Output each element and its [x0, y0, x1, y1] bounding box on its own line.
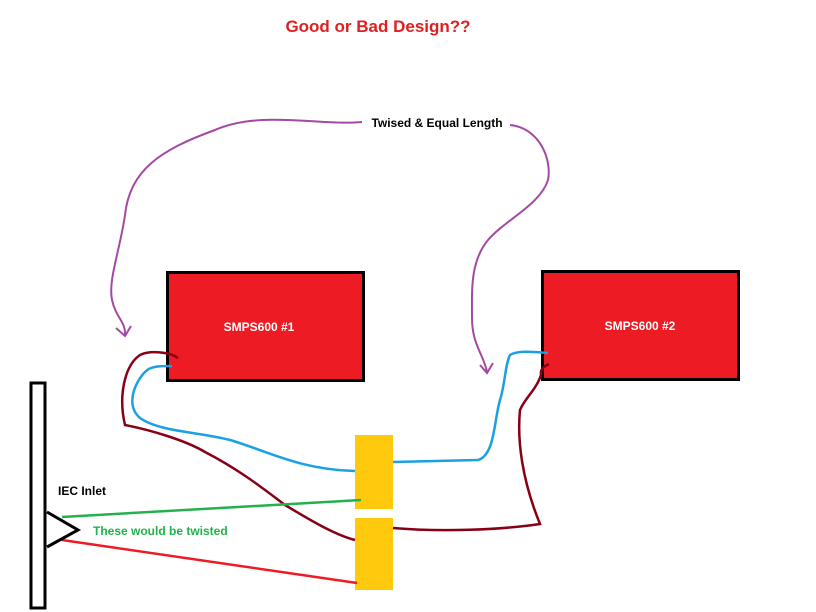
twisted-equal-label: Twised & Equal Length: [371, 116, 502, 130]
psu-1-label: SMPS600 #1: [224, 320, 295, 334]
darkred-wire-psu2: [392, 362, 550, 532]
iec-inlet-panel: [29, 381, 47, 610]
green-wire: [61, 498, 362, 519]
blue-wire-psu2: [392, 350, 549, 464]
purple-arrowhead-left: [115, 325, 132, 338]
purple-arrow-left: [110, 118, 363, 336]
diagram-title: Good or Bad Design??: [285, 17, 470, 36]
iec-inlet-label: IEC Inlet: [58, 484, 106, 498]
psu-2-box: [541, 270, 740, 381]
psu-1-box: [166, 271, 365, 382]
darkred-wire-psu1: [121, 350, 356, 542]
terminal-block-upper: [355, 435, 393, 509]
purple-arrowhead-right: [479, 362, 494, 375]
blue-wire-psu1: [131, 364, 356, 473]
twisted-note-label: These would be twisted: [93, 524, 228, 538]
red-wire: [61, 538, 358, 585]
psu-2-label: SMPS600 #2: [605, 319, 676, 333]
purple-arrow-right: [470, 124, 550, 373]
terminal-block-lower: [355, 518, 393, 590]
iec-inlet-connector: [46, 510, 82, 549]
